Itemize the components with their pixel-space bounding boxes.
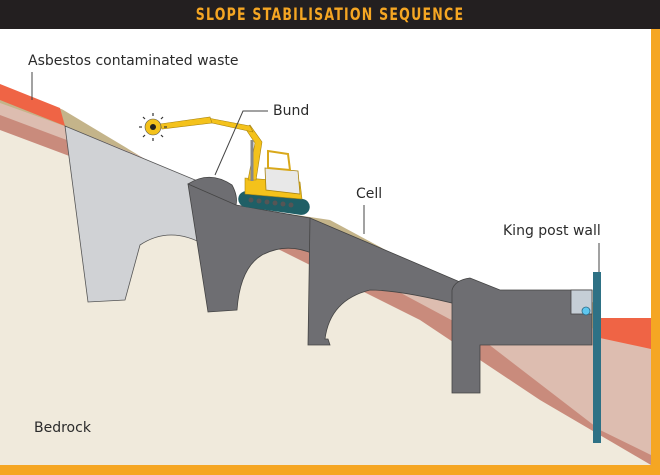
label-cell: Cell (356, 186, 383, 202)
king-post-wall (593, 272, 601, 443)
bund-leader-line (214, 110, 268, 176)
excavator-icon (139, 113, 310, 215)
label-king-post-wall: King post wall (503, 223, 601, 239)
concrete-cell-3 (451, 277, 593, 394)
pink-layer (0, 100, 651, 455)
bund (187, 176, 237, 206)
drain-pipe-icon (581, 306, 591, 316)
label-bund: Bund (273, 103, 310, 119)
concrete-cell-2 (307, 217, 461, 346)
label-bedrock: Bedrock (34, 420, 91, 436)
frame-border-right (651, 29, 660, 475)
asbestos-waste-right (600, 318, 651, 349)
clay-layer (0, 110, 651, 465)
sky (0, 29, 651, 318)
label-asbestos-waste: Asbestos contaminated waste (28, 53, 239, 69)
asbestos-waste-left (0, 84, 65, 126)
frame-border-bottom (0, 465, 660, 475)
title-bar (0, 0, 660, 29)
slope-cross-section (0, 29, 651, 465)
diagram-title: SLOPE STABILISATION SEQUENCE (195, 5, 465, 25)
